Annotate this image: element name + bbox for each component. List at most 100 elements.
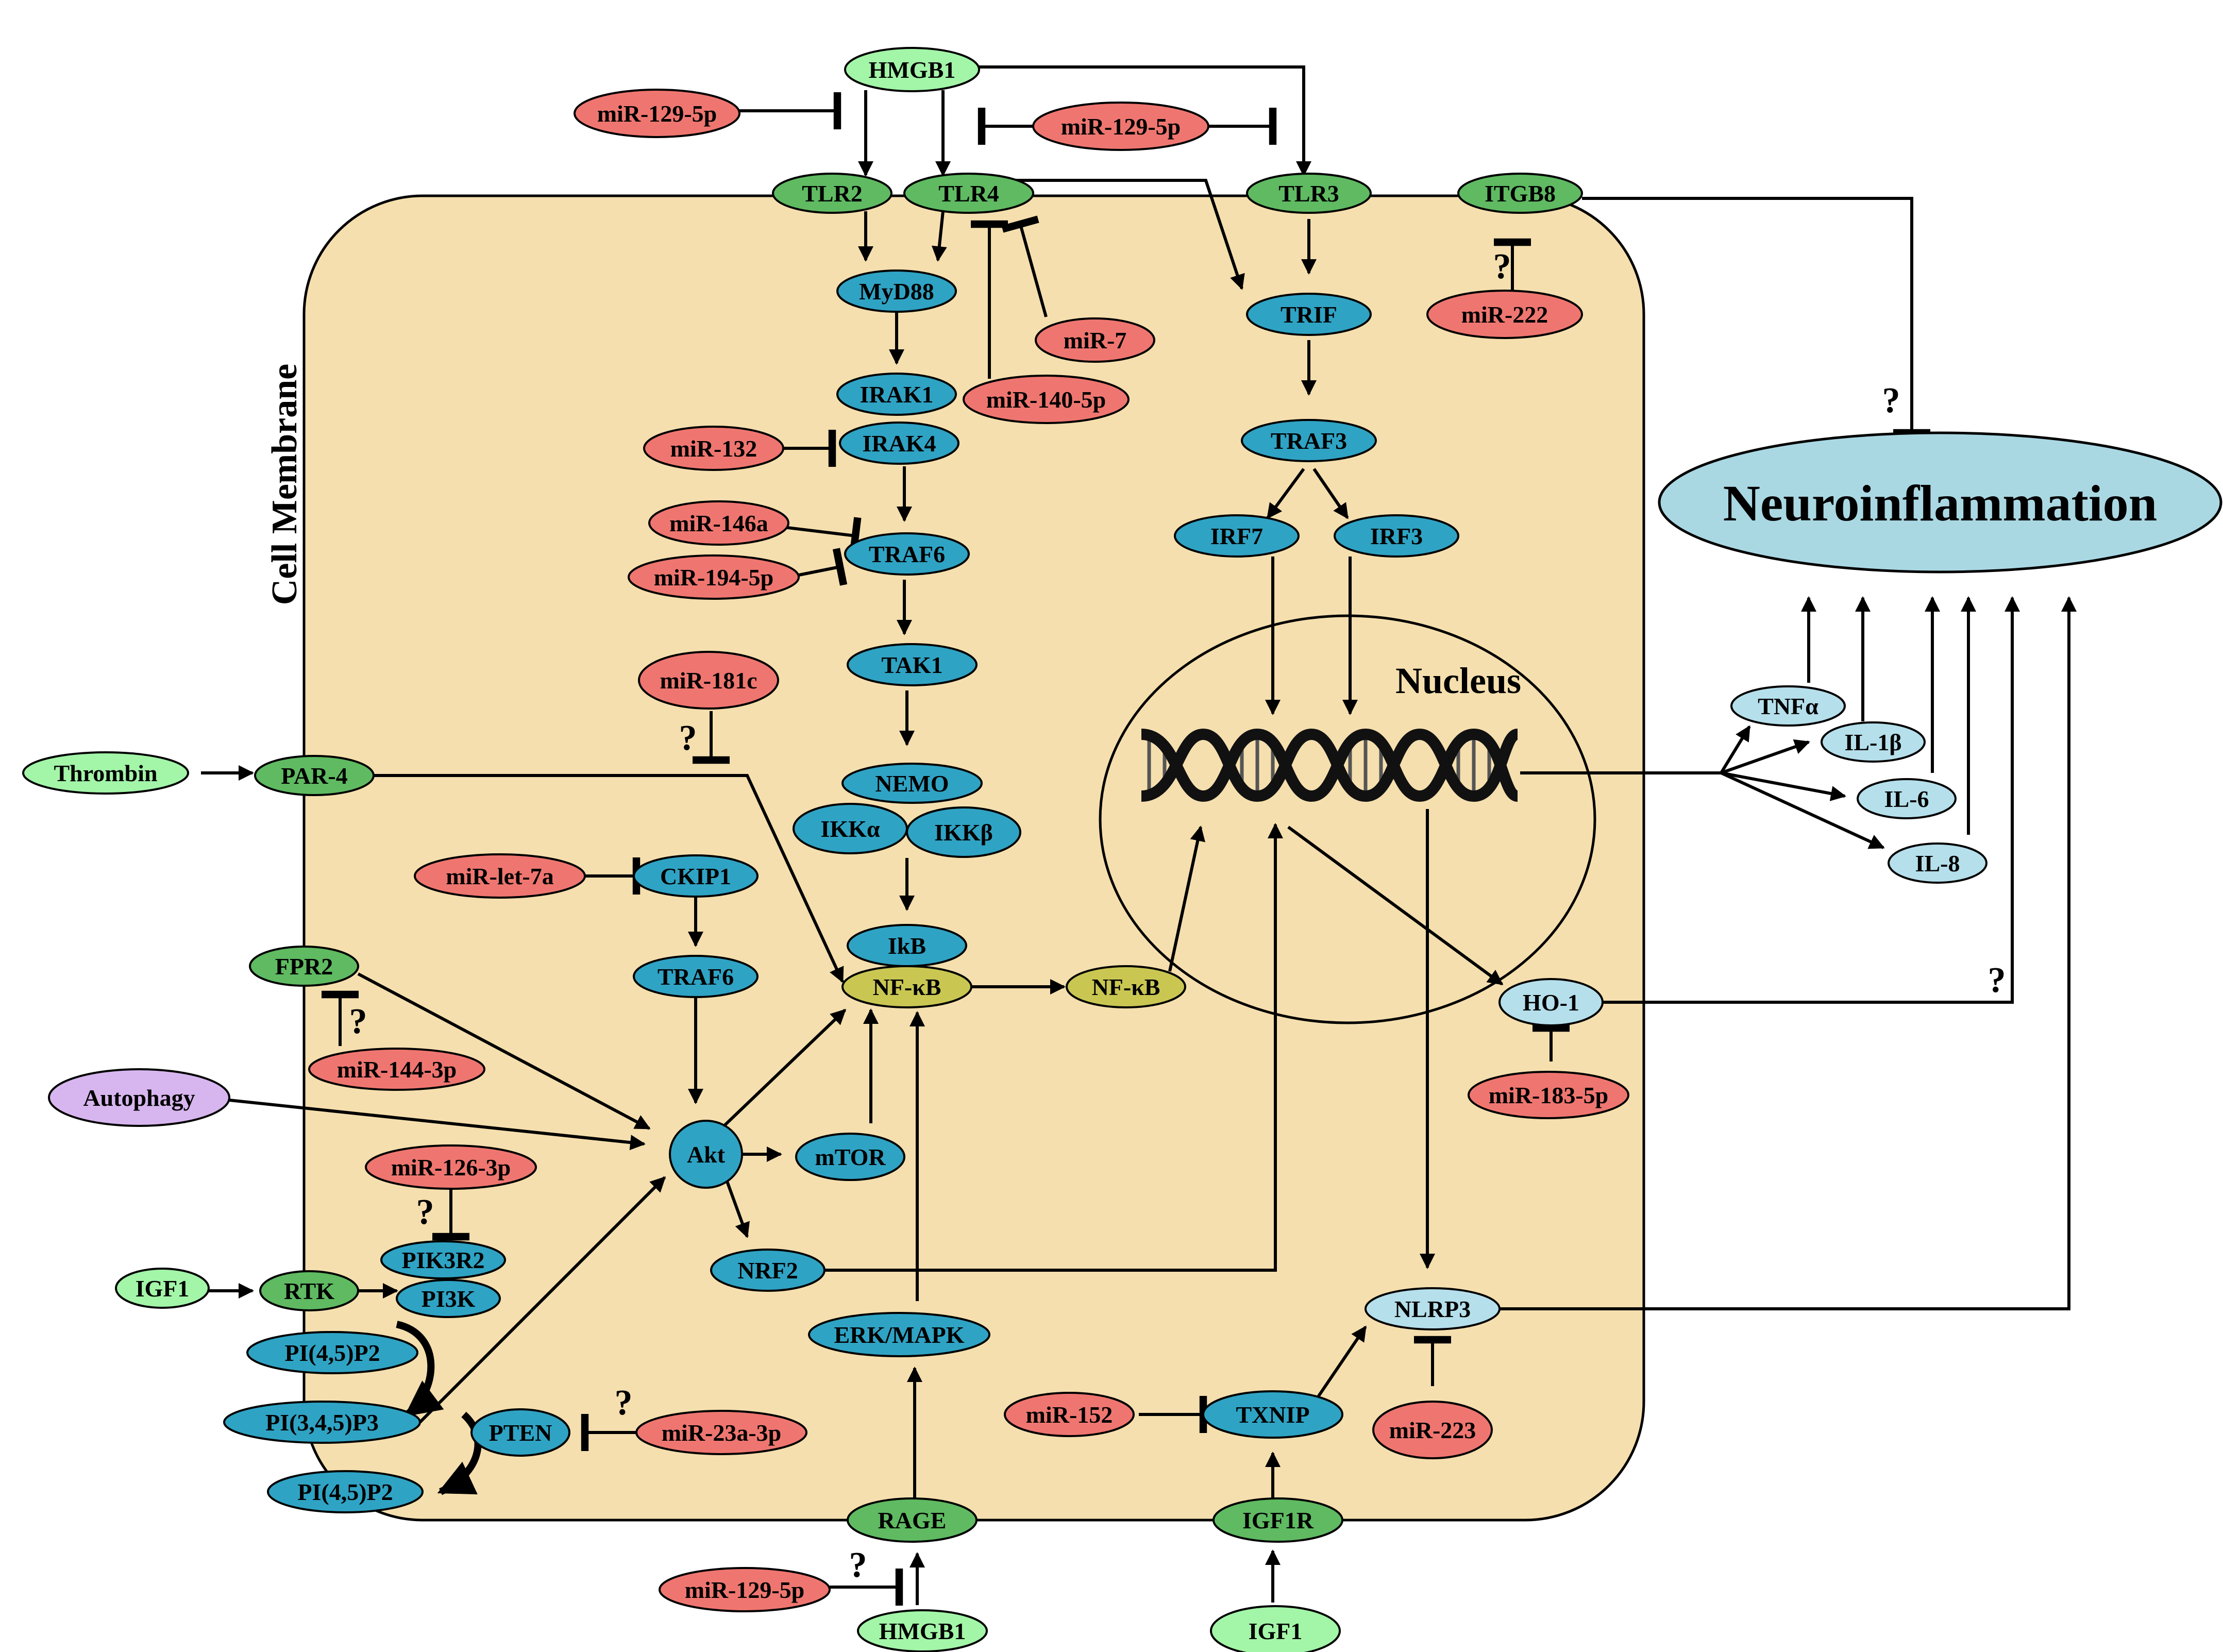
- edge-hub-tnfa: [1720, 725, 1751, 774]
- edge-hub-il8: [1720, 771, 1885, 849]
- node-label: IKKβ: [934, 819, 993, 846]
- node-mir222: miR-222: [1426, 290, 1583, 339]
- edge-nlrp3-neuroinflammation: [1479, 596, 2077, 1310]
- edge-traf3-irf7: [1266, 468, 1305, 519]
- node-label: miR-7: [1064, 327, 1127, 353]
- node-label: RAGE: [878, 1507, 947, 1533]
- node-tak1: TAK1: [847, 643, 978, 686]
- node-mir181c: miR-181c: [638, 651, 779, 710]
- node-label: Autophagy: [83, 1085, 195, 1111]
- node-ckip1: CKIP1: [633, 854, 759, 898]
- node-label: Akt: [687, 1141, 726, 1168]
- edge-pi345p3-akt: [418, 1176, 666, 1424]
- node-nemo: NEMO: [841, 763, 983, 804]
- node-pten: PTEN: [470, 1408, 570, 1457]
- edge-ho1-neuroinflammation: [1603, 596, 2020, 1004]
- node-traf6-top: TRAF6: [844, 532, 970, 576]
- node-pi345p3: PI(3,4,5)P3: [223, 1401, 421, 1444]
- node-label: miR-222: [1461, 301, 1548, 328]
- edge-par4-nfkb: [374, 774, 844, 983]
- node-label: NF-κB: [873, 974, 941, 1000]
- node-tlr2: TLR2: [772, 173, 892, 214]
- node-label: miR-181c: [660, 667, 757, 694]
- node-label: TLR2: [802, 180, 863, 207]
- node-label: PTEN: [489, 1420, 552, 1446]
- question-mark: ?: [679, 718, 697, 758]
- edge-traf3-irf3: [1312, 468, 1349, 519]
- node-label: HO-1: [1523, 989, 1579, 1016]
- node-label: miR-146a: [669, 510, 768, 536]
- node-label: NF-κB: [1092, 974, 1160, 1000]
- node-label: ITGB8: [1485, 180, 1556, 207]
- question-mark: ?: [349, 1002, 367, 1041]
- node-mirlet7a: miR-let-7a: [414, 853, 586, 899]
- node-label: PI3K: [422, 1286, 476, 1312]
- node-hmgb1-top: HMGB1: [844, 47, 980, 92]
- node-label: MyD88: [859, 278, 934, 305]
- node-label: TAK1: [881, 652, 942, 678]
- node-label: TLR3: [1278, 180, 1339, 207]
- node-ho1: HO-1: [1498, 978, 1604, 1026]
- nucleus: [1099, 614, 1596, 1024]
- node-tlr3: TLR3: [1246, 173, 1372, 214]
- node-label: TRAF6: [869, 541, 945, 567]
- node-hmgb1-bottom: HMGB1: [857, 1609, 988, 1652]
- node-il1b: IL-1β: [1821, 721, 1926, 763]
- node-label: NEMO: [875, 770, 949, 797]
- node-igf1r: IGF1R: [1212, 1497, 1343, 1543]
- node-mir129-top-left: miR-129-5p: [574, 89, 740, 138]
- node-mir132: miR-132: [643, 426, 784, 471]
- node-mtor: mTOR: [795, 1133, 905, 1181]
- node-irak4: IRAK4: [839, 422, 959, 465]
- question-mark: ?: [1882, 381, 1900, 420]
- node-label: miR-132: [670, 435, 757, 462]
- svg-text:Neuroinflammation: Neuroinflammation: [1723, 475, 2158, 532]
- node-pik3r2: PIK3R2: [380, 1240, 506, 1279]
- node-igf1-left: IGF1: [115, 1268, 210, 1309]
- node-tnfa: TNFα: [1730, 685, 1846, 727]
- node-erk: ERK/MAPK: [808, 1312, 990, 1357]
- node-label: IGF1: [136, 1275, 190, 1302]
- node-label: NLRP3: [1394, 1296, 1471, 1322]
- edge-hub-il1b: [1721, 739, 1810, 774]
- node-label: PI(3,4,5)P3: [265, 1409, 379, 1436]
- edge-mir7-inhibit-tlr4: [1001, 215, 1048, 317]
- node-label: TRIF: [1281, 301, 1337, 328]
- edge-nfkb-nucleus: [1168, 825, 1206, 972]
- node-txnip: TXNIP: [1202, 1390, 1343, 1439]
- edge-hmgb1-tlr3: [964, 65, 1311, 177]
- node-label: IGF1: [1249, 1618, 1303, 1644]
- edge-hub-il6: [1721, 771, 1846, 801]
- node-label: IRAK1: [860, 381, 933, 408]
- edge-itgb8-neuroinflammation: [1582, 197, 1930, 437]
- node-fpr2: FPR2: [249, 946, 359, 987]
- node-label: IL-6: [1884, 786, 1929, 812]
- node-label: IGF1R: [1242, 1507, 1314, 1533]
- node-ikkb: IKKβ: [906, 806, 1021, 858]
- edge-pi45p2-pi345p3: [396, 1321, 444, 1418]
- nucleus-label: Nucleus: [1395, 660, 1521, 701]
- node-label: miR-144-3p: [337, 1056, 457, 1083]
- node-irf7: IRF7: [1174, 514, 1300, 558]
- node-il8: IL-8: [1888, 842, 1988, 884]
- node-label: TRAF3: [1271, 428, 1347, 454]
- node-label: miR-129-5p: [685, 1577, 805, 1603]
- node-nfkb-outer: NF-κB: [1066, 965, 1186, 1008]
- node-mir194: miR-194-5p: [628, 554, 800, 600]
- edge-txnip-nlrp3: [1315, 1325, 1367, 1400]
- node-label: IL-8: [1915, 850, 1960, 876]
- cell-membrane-label: Cell Membrane: [265, 364, 305, 605]
- edge-akt-nfkb: [722, 1008, 847, 1127]
- node-trif: TRIF: [1246, 293, 1372, 336]
- node-label: miR-129-5p: [1061, 113, 1181, 140]
- node-rtk: RTK: [259, 1270, 359, 1311]
- node-label: HMGB1: [879, 1618, 966, 1644]
- node-label: PI(4,5)P2: [284, 1340, 380, 1366]
- node-mir223: miR-223: [1372, 1401, 1493, 1459]
- node-thrombin: Thrombin: [22, 751, 189, 795]
- node-label: miR-140-5p: [986, 386, 1106, 413]
- node-label: miR-223: [1389, 1417, 1476, 1443]
- node-label: PAR-4: [281, 763, 347, 789]
